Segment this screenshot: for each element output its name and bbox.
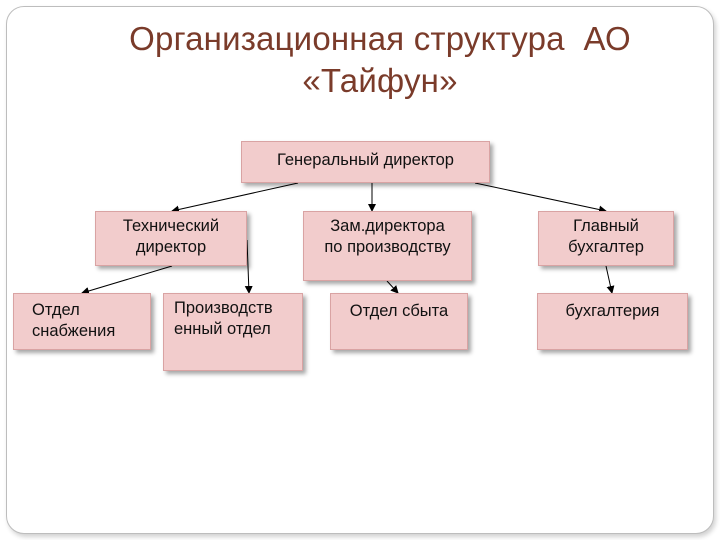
slide-title: Организационная структура АО «Тайфун» [0, 18, 720, 102]
node-supply-dept-label: Отдел снабжения [32, 301, 116, 340]
edge-tech-production [244, 239, 253, 294]
node-deputy-production-label: Зам.директора по производству [324, 217, 451, 256]
title-line-1: Организационная структура АО [129, 20, 631, 57]
edge-tech-supply [81, 265, 173, 295]
node-production-dept-label: Производств енный отдел [174, 299, 273, 338]
node-ceo-label: Генеральный директор [277, 151, 454, 169]
node-supply-dept: Отдел снабжения [13, 293, 151, 350]
node-chief-accountant: Главный бухгалтер [538, 211, 674, 266]
edge-deputy-sales [386, 280, 399, 294]
edge-ceo-tech-director [171, 182, 299, 214]
node-production-dept: Производств енный отдел [163, 293, 303, 371]
title-line-2: «Тайфун» [302, 62, 458, 99]
node-accounting: бухгалтерия [537, 293, 688, 350]
node-sales-dept-label: Отдел сбыта [349, 302, 449, 320]
node-tech-director-label: Технический директор [122, 217, 220, 256]
node-ceo: Генеральный директор [241, 141, 490, 183]
node-deputy-production: Зам.директора по производству [303, 211, 472, 281]
edge-chief-accounting [605, 265, 615, 294]
node-sales-dept: Отдел сбыта [330, 293, 468, 350]
node-accounting-label: бухгалтерия [565, 302, 660, 320]
edge-ceo-chief-accountant [474, 182, 607, 214]
node-tech-director: Технический директор [95, 211, 247, 266]
node-chief-accountant-label: Главный бухгалтер [568, 217, 644, 256]
